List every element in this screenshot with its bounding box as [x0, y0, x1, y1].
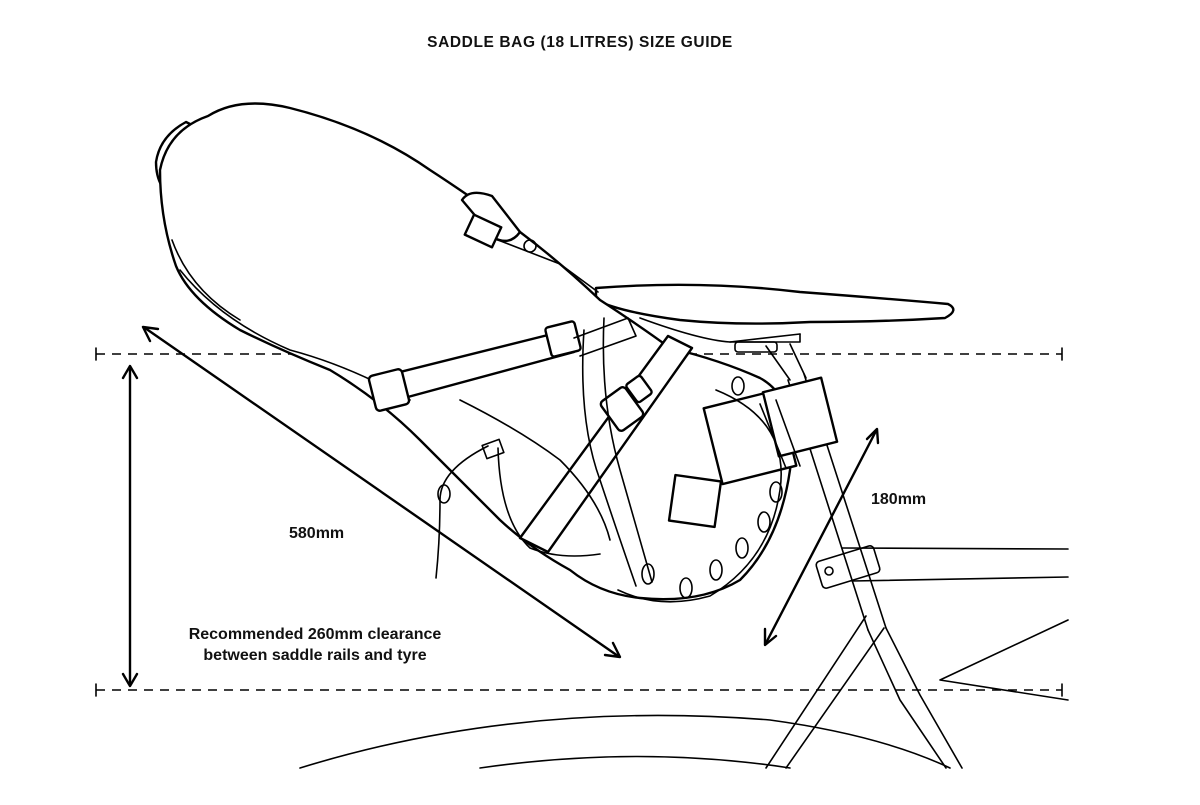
height-dimension-label: 180mm — [871, 491, 927, 508]
rear-wheel — [299, 714, 951, 769]
bungee-cord — [617, 389, 782, 603]
diagram-title: SADDLE BAG (18 LITRES) SIZE GUIDE — [427, 34, 733, 51]
clearance-note-line-1: Recommended 260mm clearance — [188, 626, 442, 643]
bike-frame — [765, 343, 1069, 769]
saddle-bag — [154, 102, 839, 603]
clearance-note-line-2: between saddle rails and tyre — [203, 647, 427, 664]
height-arrow — [763, 427, 880, 647]
length-dimension-label: 580mm — [289, 525, 345, 542]
length-arrow — [141, 325, 622, 659]
clearance-arrow — [121, 364, 139, 688]
reflective-patch — [667, 473, 723, 529]
clearance-note: Recommended 260mm clearance between sadd… — [150, 624, 480, 666]
bike-saddle — [594, 283, 955, 353]
